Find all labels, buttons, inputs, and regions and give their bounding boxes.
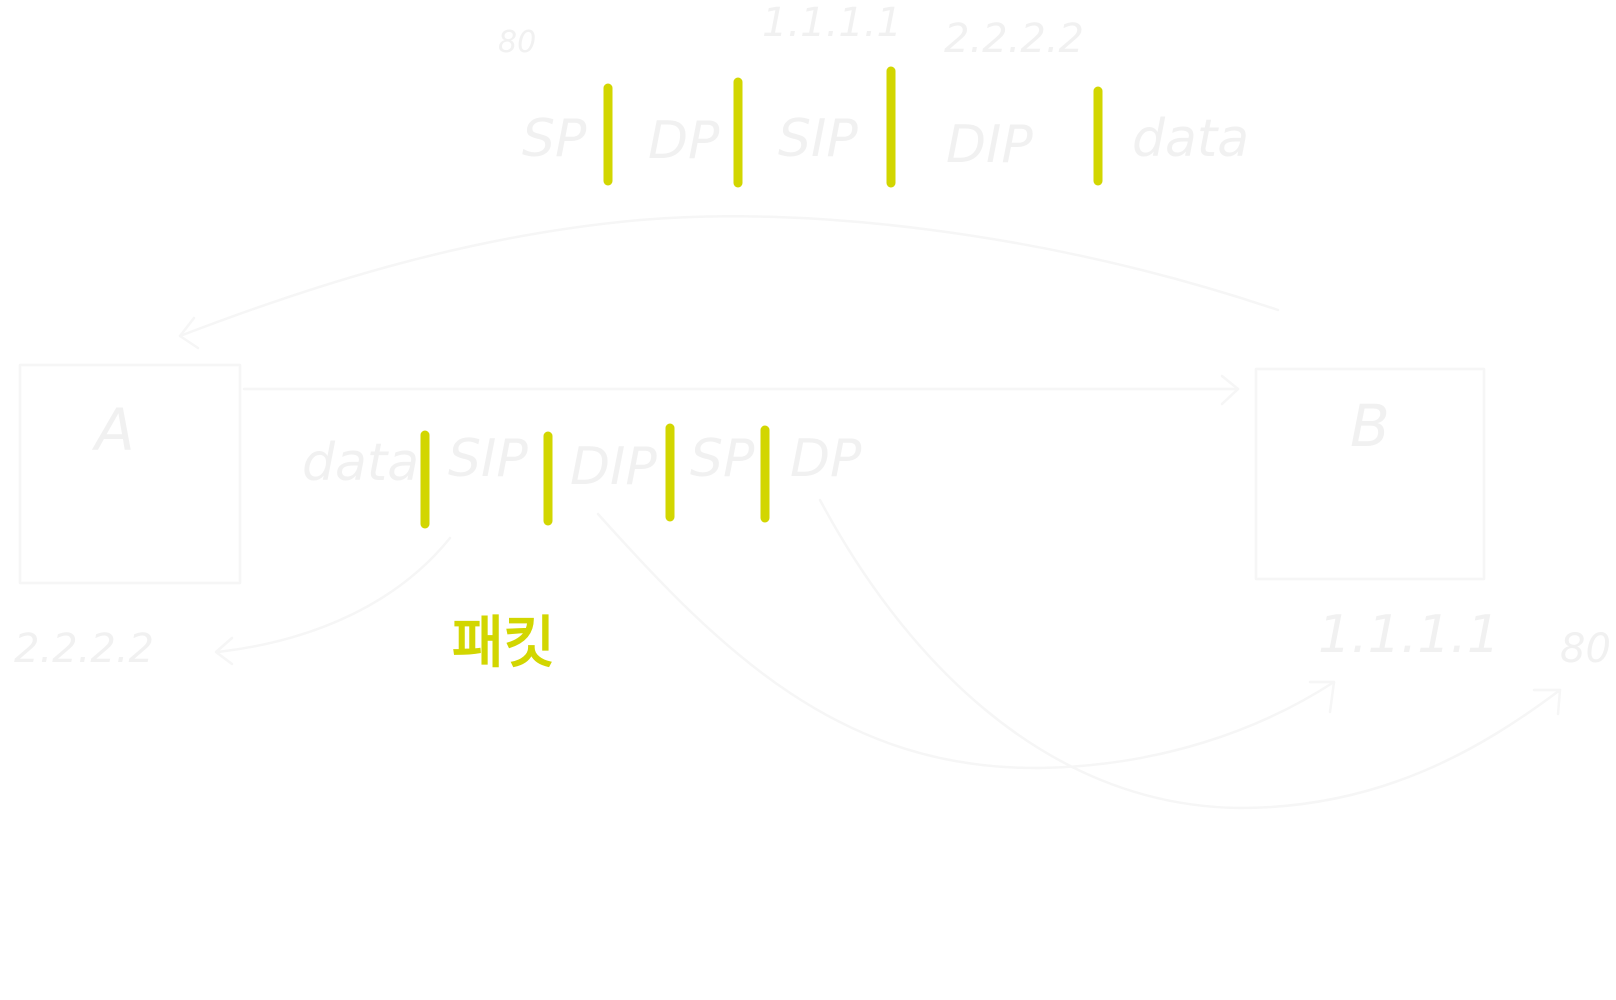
host-a-label: A xyxy=(91,396,135,464)
response-packet-notes: 80 1.1.1.1 2.2.2.2 xyxy=(498,0,1084,62)
dip-to-address-arrow xyxy=(596,512,1336,770)
request-field-sip: SIP xyxy=(448,429,528,489)
response-port-note: 80 xyxy=(498,25,536,60)
request-field-dip: DIP xyxy=(570,437,657,497)
response-field-dp: DP xyxy=(648,111,720,171)
host-b-address: 1.1.1.1 xyxy=(1318,605,1500,665)
host-b: B xyxy=(1254,367,1486,581)
response-field-data: data xyxy=(1132,109,1249,169)
request-field-dp: DP xyxy=(790,429,862,489)
packet-label: 패킷 xyxy=(452,611,555,676)
request-field-data: data xyxy=(302,433,419,493)
request-field-sp: SP xyxy=(690,429,755,489)
response-ip-note-right: 2.2.2.2 xyxy=(944,16,1084,62)
sip-to-address-arrow xyxy=(214,536,452,666)
host-a-box xyxy=(18,363,242,585)
host-b-label: B xyxy=(1350,392,1390,460)
response-field-sip: SIP xyxy=(778,109,858,169)
response-packet: SP DP SIP DIP data xyxy=(522,66,1249,188)
response-field-dip: DIP xyxy=(946,115,1033,175)
arrow-a-to-b xyxy=(242,374,1240,406)
response-ip-note-left: 1.1.1.1 xyxy=(762,0,902,46)
response-field-sp: SP xyxy=(522,109,587,169)
request-packet: data SIP DIP SP DP xyxy=(302,423,862,529)
host-a-address: 2.2.2.2 xyxy=(14,626,154,672)
host-b-box xyxy=(1254,367,1486,581)
arrow-b-to-a xyxy=(178,215,1280,350)
host-b-port: 80 xyxy=(1560,626,1611,672)
host-a: A xyxy=(18,363,242,585)
dp-to-port-arrow xyxy=(818,498,1562,810)
